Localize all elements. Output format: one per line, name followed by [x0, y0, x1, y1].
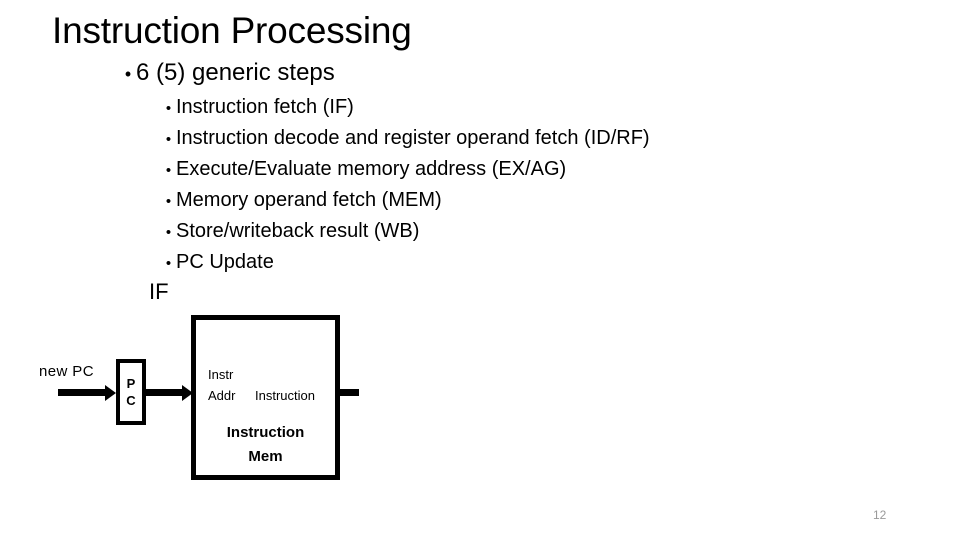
- page-number: 12: [873, 508, 887, 522]
- bullet-level2-label: Execute/Evaluate memory address (EX/AG): [176, 158, 567, 180]
- instruction-memory-name-line1: Instruction: [226, 424, 305, 441]
- bullet-level2-item: • Execute/Evaluate memory address (EX/AG…: [161, 156, 566, 182]
- bullet-marker: •: [165, 162, 172, 179]
- bullet-level2-item: • Memory operand fetch (MEM): [161, 187, 442, 213]
- wire-pc-to-instruction-mem: [146, 389, 186, 396]
- arrowhead-icon: [182, 385, 193, 401]
- wire-instruction-output: [340, 389, 359, 396]
- pc-register-block: P C: [116, 359, 146, 425]
- bullet-marker: •: [165, 255, 172, 272]
- bullet-marker: •: [165, 100, 172, 117]
- instruction-memory-input-port-label: Instr Addr: [208, 364, 235, 406]
- instruction-memory-name-line2: Mem: [248, 448, 283, 465]
- pc-register-line1: P: [126, 376, 136, 391]
- bullet-marker: •: [165, 224, 172, 241]
- bullet-level2-item: • Instruction fetch (IF): [161, 94, 354, 120]
- bullet-marker: •: [165, 193, 172, 210]
- bullet-level1-label: 6 (5) generic steps: [136, 59, 335, 86]
- instruction-memory-output-port-label: Instruction: [255, 388, 315, 403]
- wire-new-pc: [58, 389, 110, 396]
- instruction-memory-name: Instruction Mem: [196, 421, 335, 469]
- arrowhead-icon: [105, 385, 116, 401]
- bullet-level1: • 6 (5) generic steps: [120, 58, 335, 88]
- bullet-marker: •: [124, 64, 132, 84]
- bullet-level2-label: Instruction fetch (IF): [176, 96, 354, 118]
- bullet-level2-label: Store/writeback result (WB): [176, 220, 420, 242]
- bullet-level2-item: • Instruction decode and register operan…: [161, 125, 650, 151]
- diagram-input-label-new-pc: new PC: [39, 363, 94, 380]
- instruction-memory-block: Instr Addr Instruction Instruction Mem: [191, 315, 340, 480]
- bullet-level2-item: • PC Update: [161, 249, 274, 275]
- port-label-line1: Instr: [208, 367, 234, 382]
- bullet-level2-label: Instruction decode and register operand …: [176, 127, 650, 149]
- bullet-marker: •: [165, 131, 172, 148]
- bullet-level2-label: Memory operand fetch (MEM): [176, 189, 442, 211]
- pc-register-line2: C: [126, 393, 136, 408]
- diagram-stage-label-if: IF: [149, 279, 169, 304]
- bullet-level2-item: • Store/writeback result (WB): [161, 218, 420, 244]
- page-title: Instruction Processing: [52, 10, 412, 51]
- port-label-line2: Addr: [208, 388, 236, 403]
- bullet-level2-label: PC Update: [176, 251, 274, 273]
